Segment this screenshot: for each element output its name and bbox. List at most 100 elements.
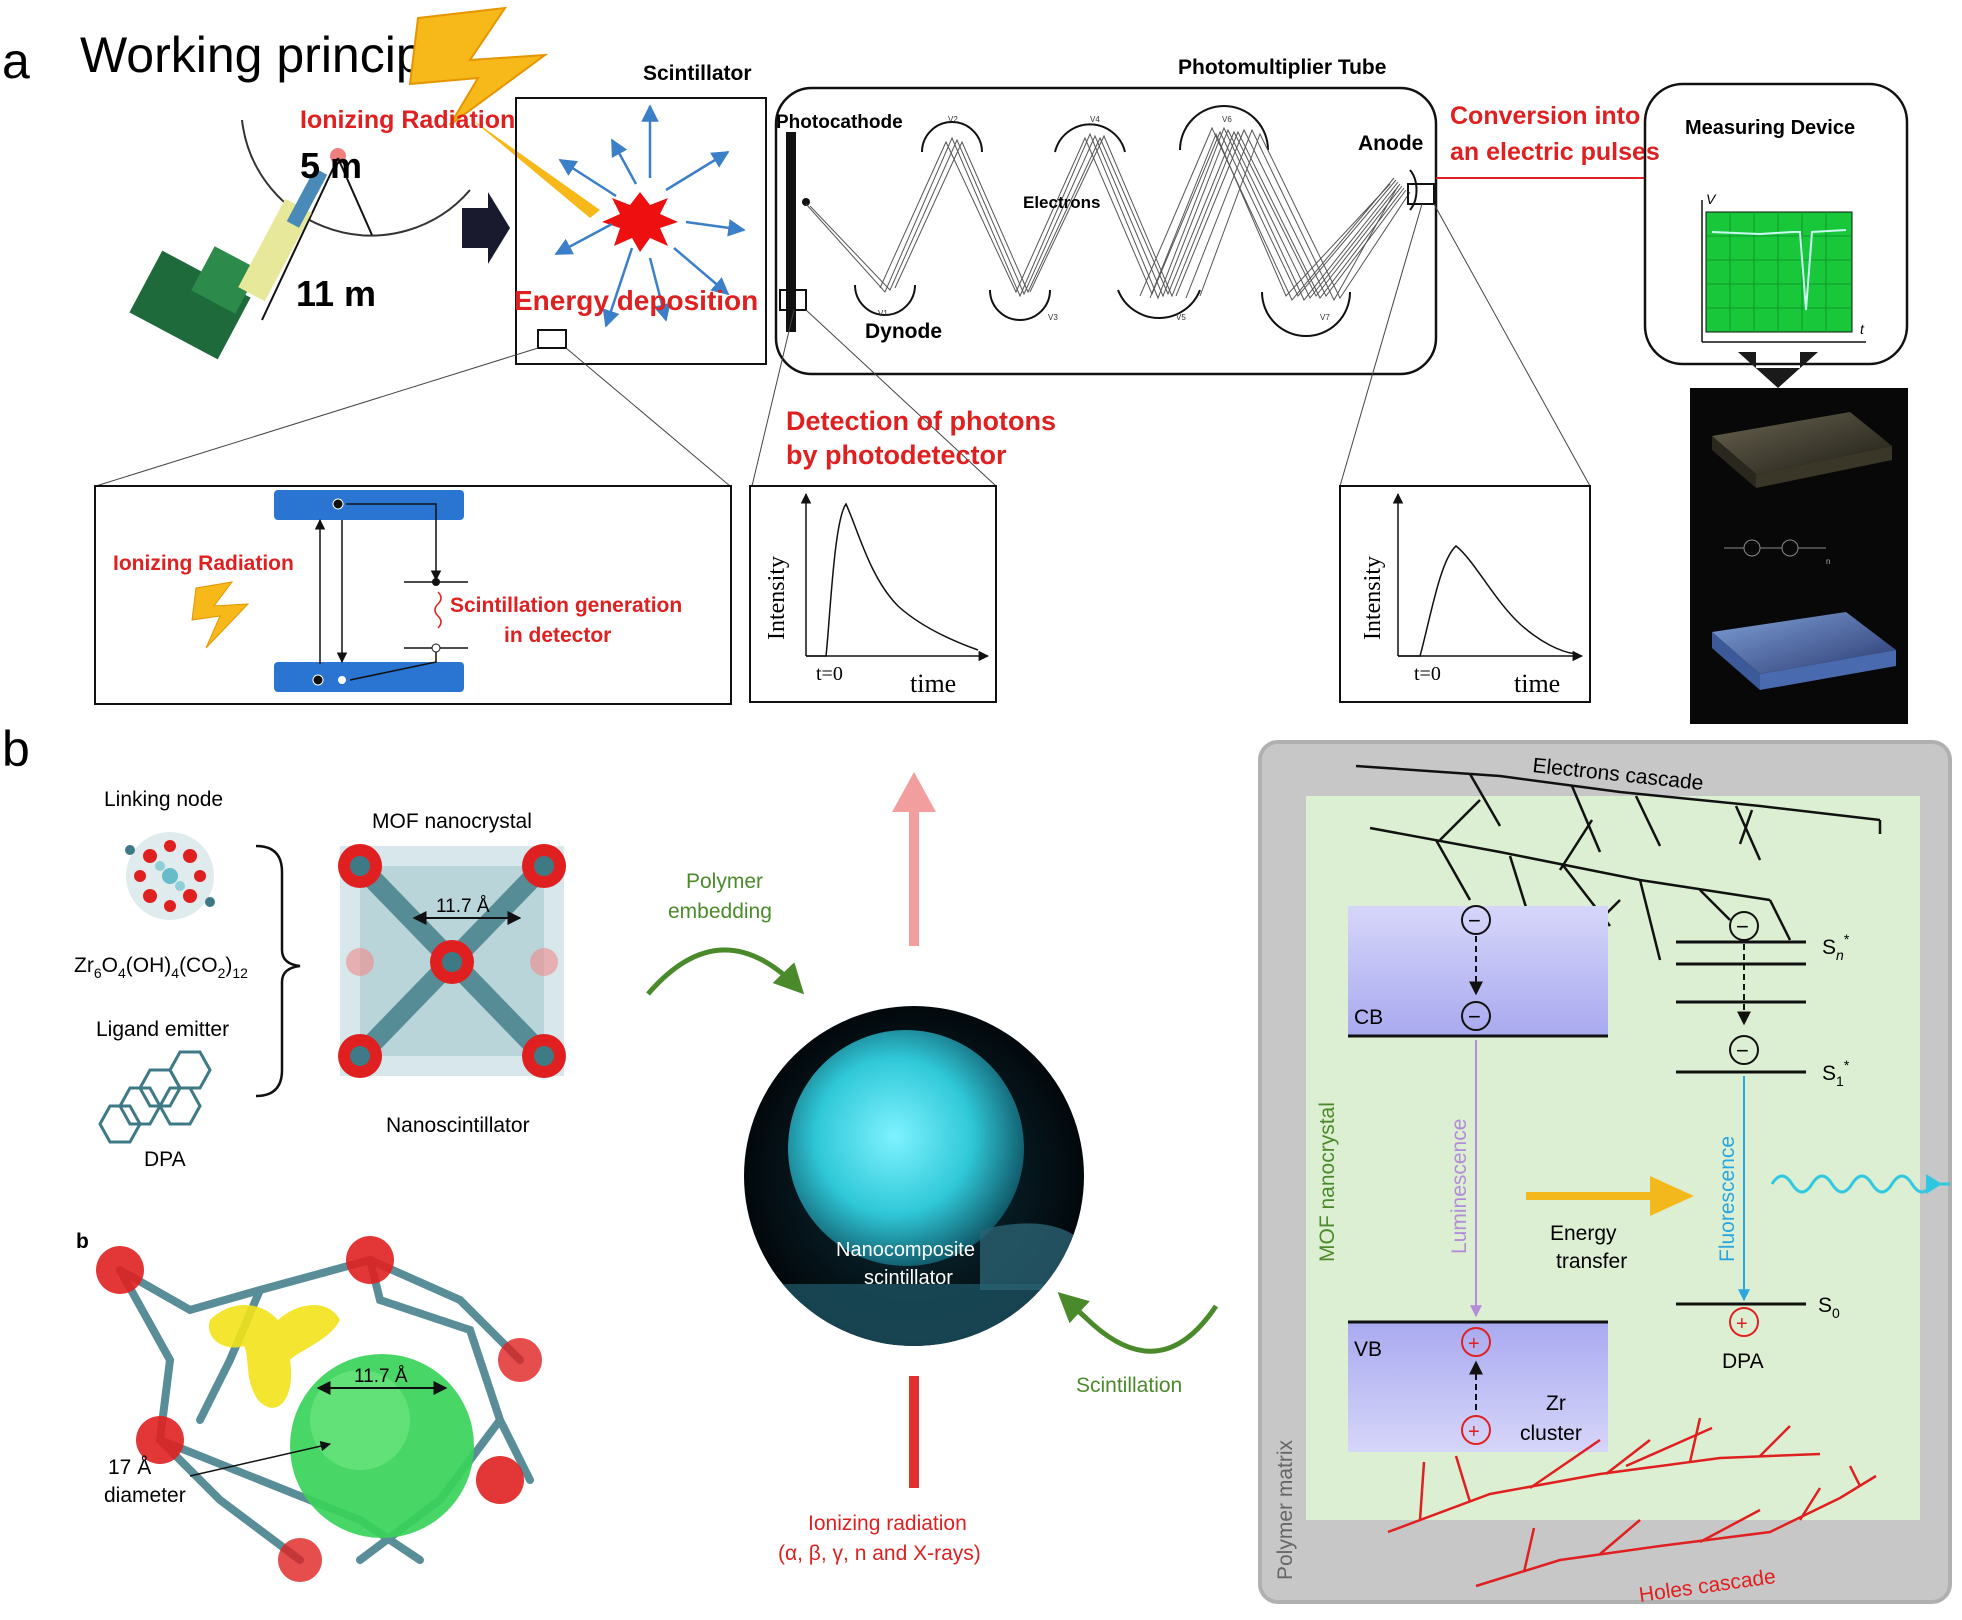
holes-cascade-tree bbox=[1387, 1417, 1877, 1588]
conduction-band bbox=[1348, 906, 1608, 1036]
radiation-instrument bbox=[129, 168, 328, 360]
graph2-ylabel: Intensity bbox=[1360, 556, 1386, 640]
graph1-xlabel: time bbox=[910, 669, 956, 698]
measuring-device-box bbox=[1643, 82, 1909, 366]
electron-dot bbox=[802, 198, 810, 206]
inset-lightning-icon bbox=[191, 581, 250, 649]
energy-transfer-line1: Energy bbox=[1550, 1222, 1617, 1245]
zoom-marker-anode bbox=[1407, 183, 1435, 205]
hole-s0 bbox=[1729, 1307, 1759, 1337]
valence-band bbox=[1348, 1322, 1608, 1452]
scint-gen-line1: Scintillation generation bbox=[450, 594, 682, 617]
minus-2: − bbox=[1468, 1004, 1481, 1029]
pulse-trace bbox=[1711, 229, 1847, 311]
scope-t-label: t bbox=[1860, 321, 1865, 337]
trap-hole bbox=[431, 643, 441, 653]
zr-cluster-line1: Zr bbox=[1546, 1392, 1566, 1415]
zoom-marker-scintillator bbox=[537, 329, 567, 349]
input-arrow-icon bbox=[462, 192, 510, 264]
scintillation-arrow bbox=[1057, 1291, 1219, 1354]
minus-1: − bbox=[1468, 908, 1481, 933]
valence-band-bar bbox=[274, 662, 464, 692]
electron-cascade bbox=[805, 126, 1411, 302]
substrate bbox=[744, 1284, 1084, 1346]
distance-11m-label: 11 m bbox=[296, 273, 376, 314]
source-point bbox=[330, 148, 346, 164]
electron-s1 bbox=[1729, 1035, 1759, 1065]
graph1-t0: t=0 bbox=[816, 663, 843, 685]
polymer-line2: embedding bbox=[668, 900, 772, 923]
conversion-line1: Conversion into bbox=[1450, 102, 1640, 130]
diameter-pointer bbox=[189, 1440, 332, 1477]
energy-transfer-head bbox=[1650, 1176, 1694, 1216]
curly-brace bbox=[255, 844, 301, 1098]
zr-cluster-line2: cluster bbox=[1520, 1422, 1582, 1445]
dpa-levels bbox=[1676, 940, 1806, 1306]
energy-burst bbox=[602, 192, 678, 252]
pmt-label: Photomultiplier Tube bbox=[1178, 56, 1386, 79]
inset-electron-2 bbox=[312, 674, 324, 686]
anode-graph bbox=[1339, 485, 1591, 703]
sn-label: Sn* bbox=[1822, 931, 1850, 963]
zoom-marker-photocathode bbox=[779, 289, 807, 311]
dpa-right-label: DPA bbox=[1722, 1350, 1764, 1373]
conduction-band-bar bbox=[274, 490, 464, 520]
diameter-line1: 17 Å bbox=[108, 1456, 151, 1479]
panel-b-letter: b bbox=[2, 721, 30, 777]
dpa-label: DPA bbox=[144, 1148, 186, 1171]
polymer-matrix-label: Polymer matrix bbox=[1274, 1439, 1297, 1580]
mof-crystal-model bbox=[338, 844, 566, 1078]
ionizing-radiation-label: Ionizing Radiation bbox=[300, 106, 515, 134]
graph2-curve bbox=[1398, 545, 1577, 657]
nanocomposite-line2: scintillator bbox=[864, 1267, 953, 1289]
scope-v-label: V bbox=[1706, 191, 1717, 207]
hole-vb-low bbox=[1461, 1415, 1491, 1445]
photodetector-graph bbox=[749, 485, 997, 703]
photon-arrows bbox=[554, 104, 746, 328]
distance-5m-label: 5 m bbox=[300, 145, 362, 186]
mof-nanocrystal-label: MOF nanocrystal bbox=[372, 810, 532, 833]
framework-model bbox=[96, 1236, 542, 1582]
svg-text:V4: V4 bbox=[1090, 115, 1100, 124]
polymer-embedding-arrow bbox=[646, 947, 805, 996]
svg-text:V6: V6 bbox=[1222, 115, 1232, 124]
fluorescence-label: Fluorescence bbox=[1716, 1136, 1739, 1262]
electron-cb-low bbox=[1461, 1001, 1491, 1031]
svg-text:V7: V7 bbox=[1320, 313, 1330, 322]
distance-line-5m bbox=[337, 157, 373, 236]
nanoscintillator-label: Nanoscintillator bbox=[386, 1114, 530, 1137]
photon-wave bbox=[1770, 1174, 1950, 1194]
panel-a-title: Working principle bbox=[80, 27, 463, 83]
dynodes bbox=[854, 105, 1351, 337]
energy-deposition-label: Energy deposition bbox=[514, 285, 758, 316]
distance-line-11m bbox=[261, 157, 339, 321]
hole-vb-top bbox=[1461, 1327, 1491, 1357]
minus-3: − bbox=[1736, 914, 1749, 939]
svg-text:V5: V5 bbox=[1176, 313, 1186, 322]
dynode-label: Dynode bbox=[865, 320, 942, 343]
inset-ionizing-label: Ionizing Radiation bbox=[113, 552, 294, 575]
s0-label: S0 bbox=[1818, 1294, 1840, 1321]
electrons-cascade-tree bbox=[1355, 764, 1882, 961]
radiation-ray bbox=[470, 118, 600, 218]
s1-label: S1* bbox=[1822, 1057, 1850, 1089]
plate-blue bbox=[1712, 612, 1896, 674]
graph2-t0: t=0 bbox=[1414, 663, 1441, 685]
graph1-curve bbox=[806, 502, 979, 657]
luminescence-label: Luminescence bbox=[1448, 1119, 1471, 1254]
ionizing-line1: Ionizing radiation bbox=[808, 1512, 967, 1535]
dynode-voltage-labels: V2 V4 V6 V1 V3 V5 V7 bbox=[878, 115, 1330, 322]
polymer-subscript: n bbox=[1826, 557, 1830, 566]
electron-sn bbox=[1729, 911, 1759, 941]
range-arc bbox=[241, 119, 471, 237]
svg-text:V3: V3 bbox=[1048, 313, 1058, 322]
pore-size-label-2: 11.7 Å bbox=[354, 1366, 408, 1387]
dpa-molecule bbox=[98, 1050, 212, 1144]
conversion-line2: an electric pulses bbox=[1450, 138, 1660, 166]
photocathode-label: Photocathode bbox=[776, 112, 903, 133]
measuring-device-label: Measuring Device bbox=[1685, 117, 1855, 139]
energy-transfer-line2: transfer bbox=[1556, 1250, 1627, 1273]
inset-hole bbox=[338, 676, 346, 684]
svg-text:V1: V1 bbox=[878, 309, 888, 318]
